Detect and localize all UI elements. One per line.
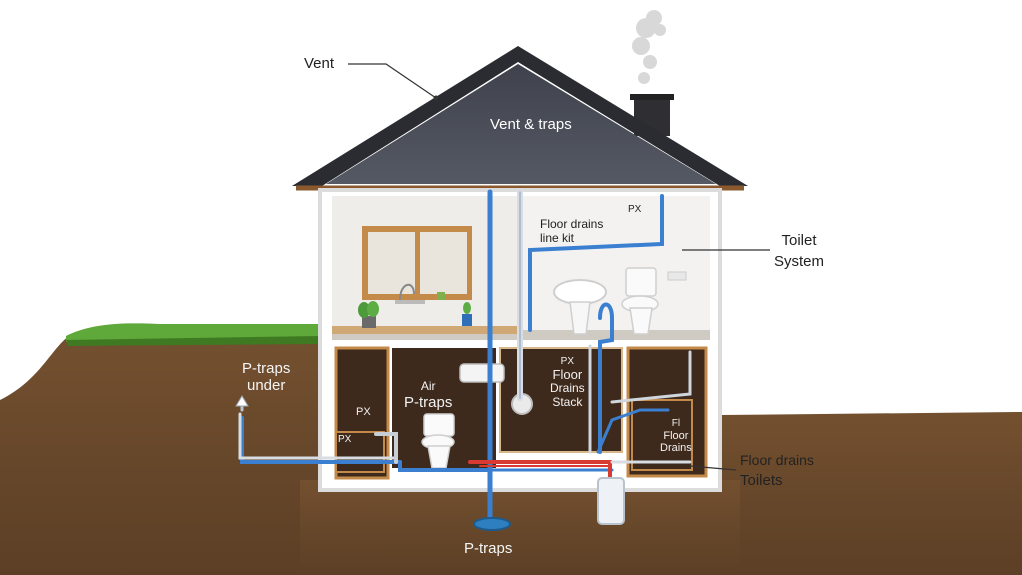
label-px-floor-drains-stack: PX Floor Drains Stack <box>550 356 585 410</box>
label-toilet-system-line2: System <box>774 253 825 271</box>
label-ptraps-bottom: P-traps <box>464 540 513 557</box>
sink-icon <box>553 279 607 335</box>
sink-icon <box>395 284 425 304</box>
label-px-floor-line4: Stack <box>552 395 583 410</box>
soil-right <box>720 412 1022 575</box>
label-toilet-system-line1: Toilet <box>781 232 817 249</box>
label-roof-title: Vent & traps <box>490 116 572 133</box>
label-right-floor-line3: Drains <box>660 442 692 455</box>
label-right-floor-drains: Fl Floor Drains <box>660 418 692 455</box>
soil-under-house <box>300 480 740 575</box>
label-ptraps-basement: Air P-traps <box>404 379 453 411</box>
smoke-icon <box>632 10 666 84</box>
label-ptraps-basement-line2: P-traps <box>404 393 453 411</box>
label-px-floor-line2: Floor <box>552 366 583 382</box>
drain-pipes <box>238 400 692 523</box>
label-right-floor-line1: Fl <box>671 418 681 429</box>
label-floor-drains-upper-line1: Floor drains <box>540 217 604 231</box>
label-floor-drains-toilets-line2: Toilets <box>740 472 783 490</box>
leader-lines <box>348 63 770 471</box>
roof <box>292 46 748 186</box>
label-small-px: PX <box>356 406 371 418</box>
label-ptraps-under-line2: under <box>246 377 286 395</box>
soil <box>0 335 320 575</box>
label-corner-note: PX <box>628 204 642 215</box>
floor-drain-icon <box>473 517 511 531</box>
plant-icon <box>358 292 472 328</box>
label-ptraps-under-line1: P-traps <box>242 360 291 377</box>
sump-pit <box>597 477 625 525</box>
label-floor-drains-upper-line2: line kit <box>540 230 575 245</box>
label-right-floor-line2: Floor <box>663 429 689 442</box>
label-px-floor-line1: PX <box>560 356 575 367</box>
label-toilet-system: Toilet System <box>774 232 824 271</box>
label-ptraps-basement-line1: Air <box>420 379 436 393</box>
grass-edge <box>66 336 320 346</box>
label-vent: Vent <box>304 55 335 72</box>
window-icon <box>362 226 472 300</box>
label-small-pk: PX <box>338 434 352 445</box>
label-floor-drains-upper: Floor drains line kit <box>540 217 604 246</box>
label-ptraps-under: P-traps under <box>242 360 290 395</box>
toilet-icon <box>621 267 659 335</box>
label-floor-drains-toilets-line1: Floor drains <box>740 452 814 468</box>
label-px-floor-line3: Drains <box>550 381 585 396</box>
vent-pipes <box>487 189 692 483</box>
label-floor-drains-toilets: Floor drains Toilets <box>740 452 814 489</box>
